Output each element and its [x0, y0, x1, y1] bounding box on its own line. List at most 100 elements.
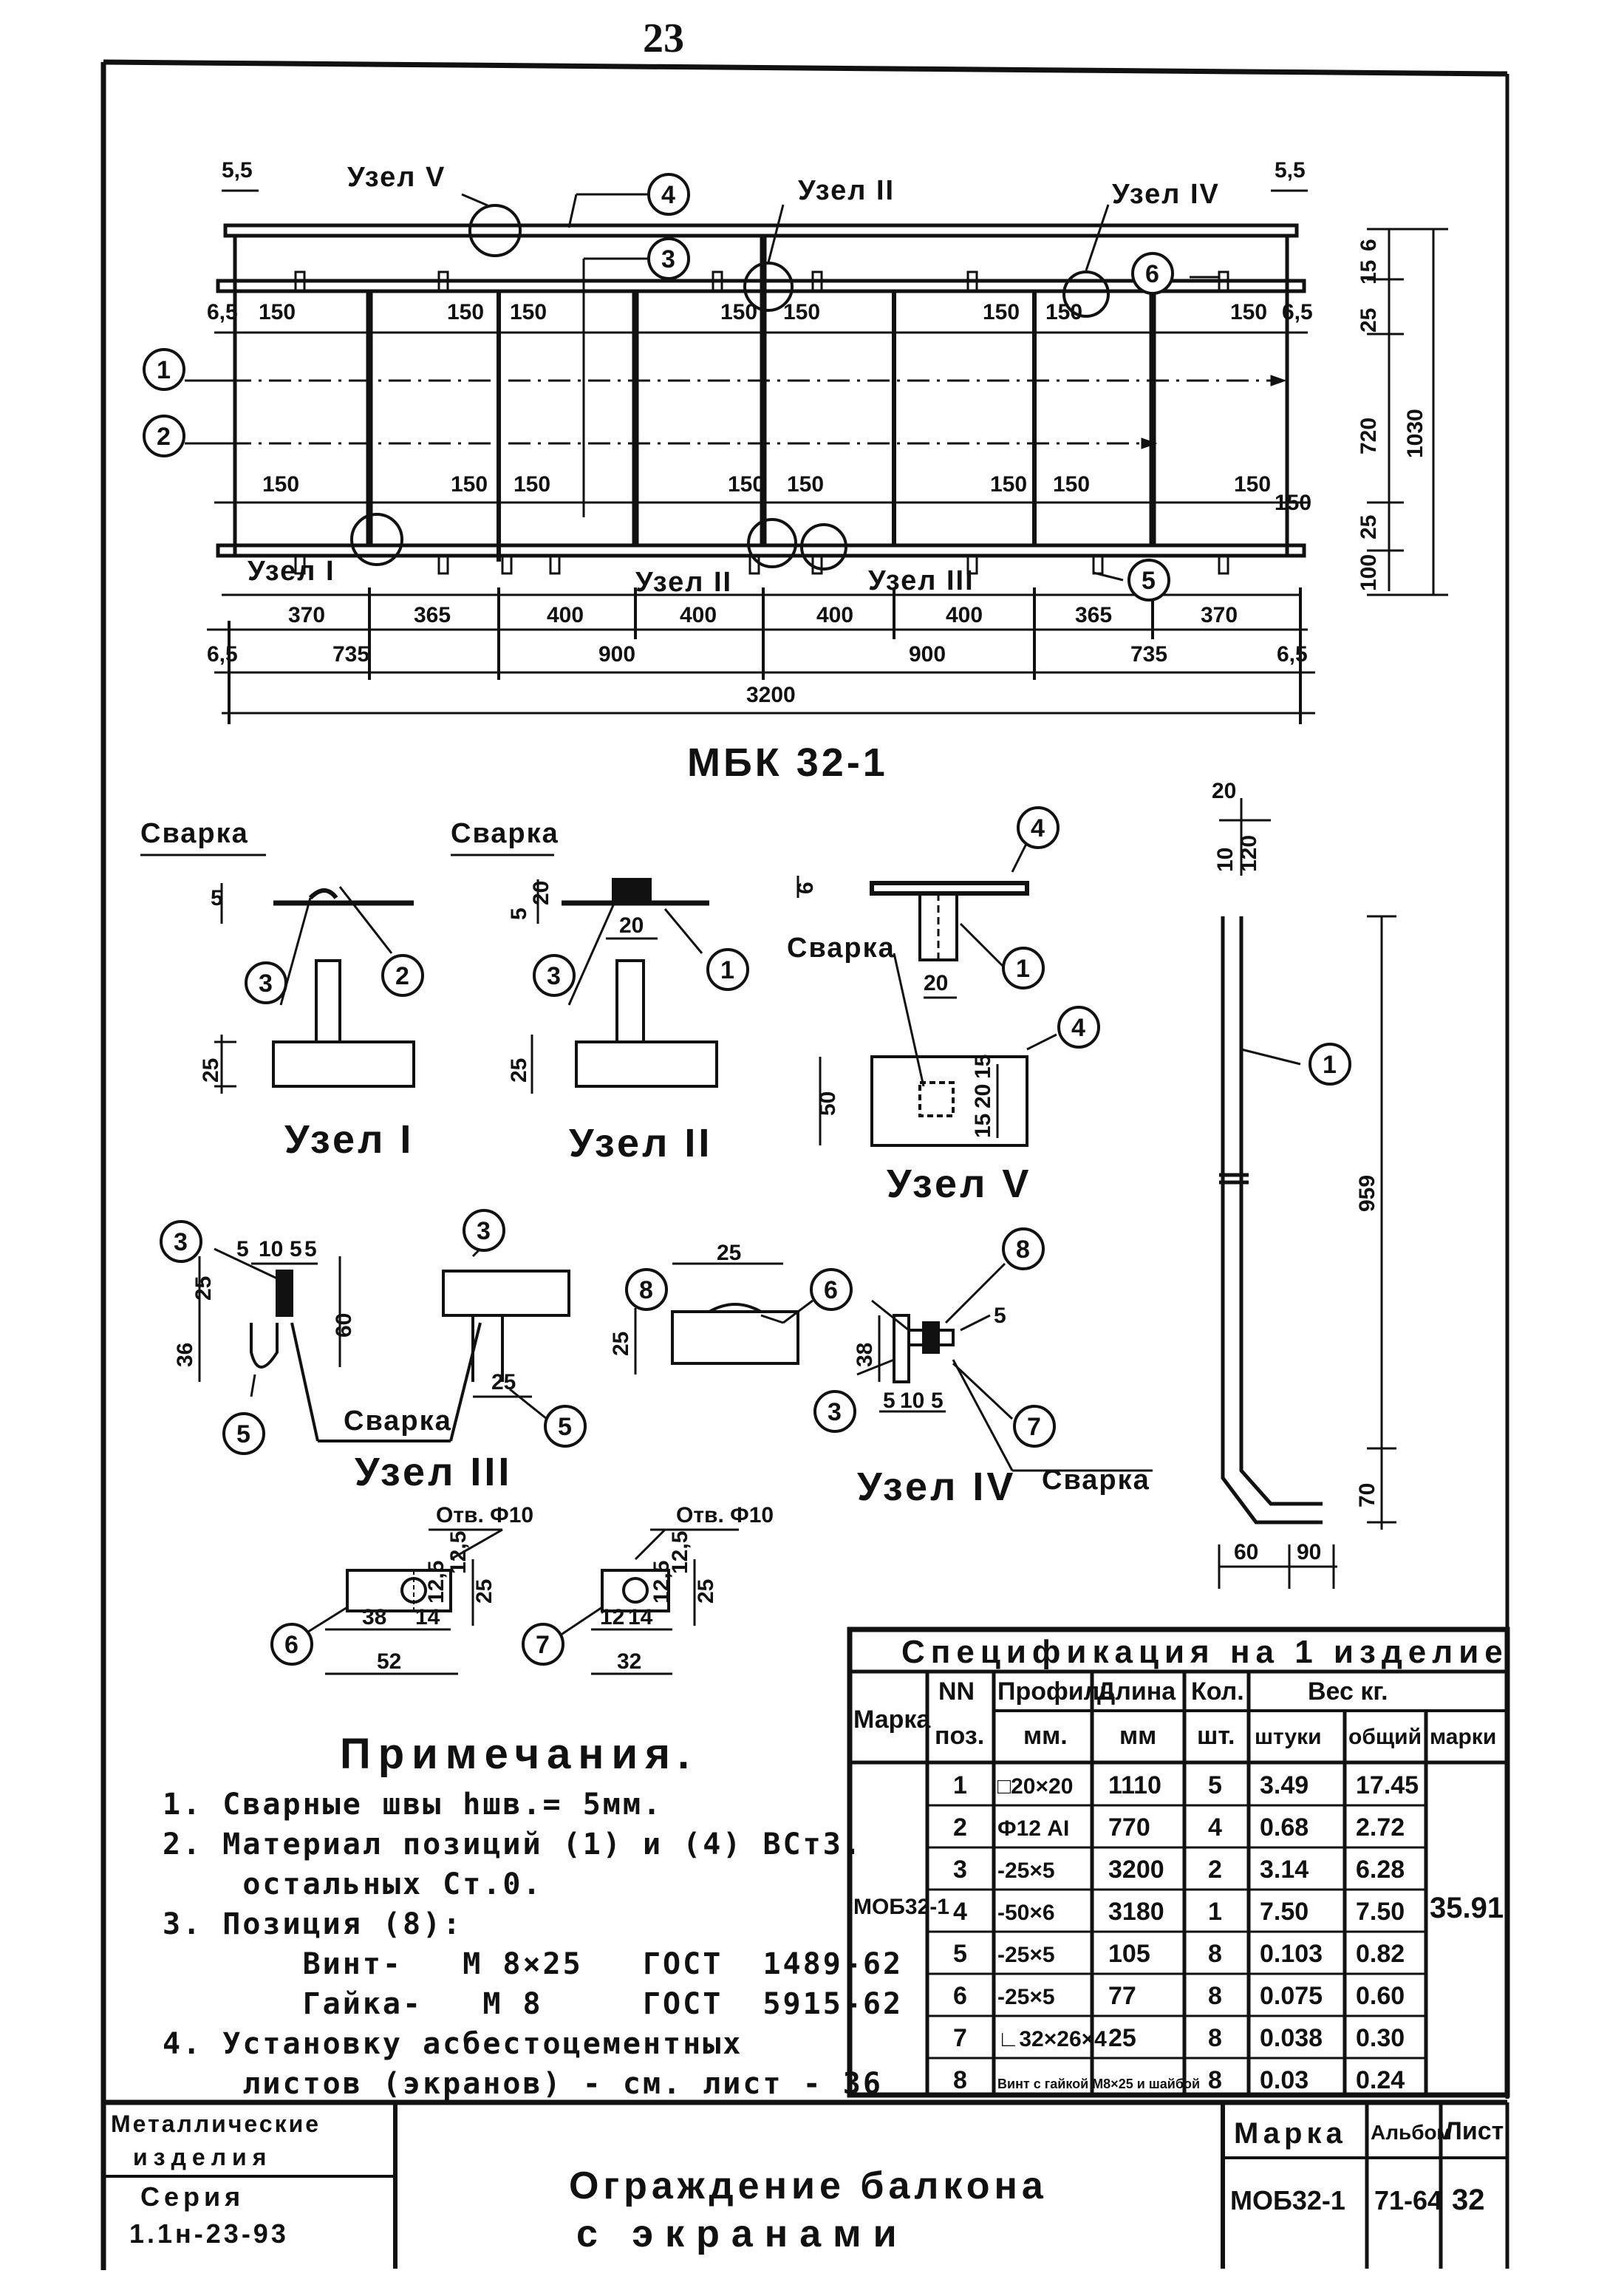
- dim-label: 25: [199, 1058, 223, 1083]
- spec-cell-length: 25: [1108, 2024, 1136, 2052]
- dim-label: 12,5: [424, 1561, 448, 1604]
- dim-row1: 400: [946, 603, 983, 627]
- dim-label: 5: [931, 1389, 944, 1413]
- hole-label: Отв. Ф10: [436, 1503, 533, 1527]
- spec-cell-w-total: 7.50: [1356, 1898, 1405, 1926]
- dim-label: 12,5: [446, 1531, 471, 1574]
- spec-header: поз.: [935, 1722, 984, 1750]
- spec-cell-pos: 4: [953, 1898, 967, 1926]
- dim-label: 90: [1297, 1540, 1321, 1564]
- dim-label: 6: [794, 882, 818, 894]
- page-number: 23: [643, 16, 684, 61]
- spec-header: мм.: [1023, 1722, 1068, 1750]
- series-value: 1.1н-23-93: [129, 2218, 289, 2249]
- dim-label: 38: [362, 1605, 386, 1629]
- node-callout: Узел II: [635, 567, 732, 598]
- dim-row2: 6,5: [1277, 642, 1308, 667]
- dim-label: 10: [259, 1237, 283, 1261]
- dim-row1: 365: [1075, 603, 1112, 627]
- dim-label: 36: [173, 1343, 197, 1367]
- spec-cell-w-item: 0.103: [1260, 1940, 1323, 1968]
- spec-cell-pos: 5: [953, 1940, 967, 1968]
- spec-header: NN: [938, 1677, 975, 1706]
- dim-label: 50: [816, 1091, 840, 1116]
- spec-cell-pos: 3: [953, 1856, 967, 1884]
- spec-cell-pos: 6: [953, 1982, 967, 2010]
- dim-label: 6,5: [207, 300, 238, 324]
- spec-cell-length: 77: [1108, 1982, 1136, 2010]
- dim-row2: 900: [909, 642, 946, 667]
- node-callout: Узел III: [868, 565, 975, 596]
- dim-label: 25: [472, 1579, 497, 1604]
- position-markers-main: [143, 173, 1174, 602]
- spec-cell-pos: 8: [953, 2066, 967, 2094]
- dim-label: 5: [507, 907, 531, 920]
- dim-label: 14: [628, 1605, 653, 1629]
- spec-cell-profile: □20×20: [997, 1774, 1073, 1799]
- marker: 1: [1323, 1051, 1337, 1079]
- dim-row1: 400: [680, 603, 717, 627]
- detail-post: [1218, 798, 1396, 1589]
- spec-cell-w-total: 0.30: [1356, 2024, 1405, 2052]
- position-markers-details: [160, 806, 1351, 1666]
- notes-item: остальных Ст.0.: [163, 1867, 543, 1901]
- marker-3: 3: [661, 245, 675, 273]
- dim-right: 25: [1357, 515, 1381, 539]
- weld-label: Сварка: [787, 933, 895, 964]
- notes-title: Примечания.: [340, 1730, 697, 1778]
- spec-cell-profile: Ф12 AI: [997, 1816, 1069, 1841]
- dim-row1: 370: [1201, 603, 1238, 627]
- dim-label: 60: [332, 1313, 356, 1338]
- spec-header: штуки: [1255, 1725, 1322, 1749]
- dim-label: 12,5: [668, 1531, 692, 1574]
- spec-cell-length: 105: [1108, 1940, 1150, 1968]
- dim-label: 150: [451, 472, 488, 497]
- spec-cell-qty: 2: [1208, 1856, 1222, 1884]
- dim-label: 5: [883, 1389, 895, 1413]
- dim-label: 15: [971, 1114, 995, 1138]
- dim-label: 150: [1234, 472, 1271, 497]
- spec-cell-w-item: 0.68: [1260, 1813, 1309, 1842]
- dim-label: 20: [971, 1084, 995, 1108]
- dim-right: 15: [1357, 260, 1381, 285]
- spec-cell-qty: 1: [1208, 1898, 1222, 1926]
- dim-label: 5: [994, 1304, 1006, 1328]
- spec-cell-length: 1110: [1108, 1771, 1161, 1799]
- hole-label: Отв. Ф10: [676, 1503, 774, 1527]
- spec-cell-profile: Винт с гайкой М8×25 и шайбой: [997, 2077, 1200, 2091]
- spec-cell-w-item: 0.038: [1260, 2024, 1323, 2052]
- dim-label: 20: [619, 913, 644, 938]
- node-callout: Узел V: [347, 162, 446, 193]
- node-title: Узел III: [355, 1450, 512, 1494]
- detail-node-2: [451, 854, 718, 1094]
- dim-label: 10: [900, 1389, 924, 1413]
- org-name-2: изделия: [133, 2144, 272, 2170]
- marker: 3: [259, 970, 273, 998]
- spec-cell-qty: 8: [1208, 1982, 1222, 2010]
- dim-label: 150: [259, 300, 296, 324]
- marker: 2: [395, 962, 409, 990]
- mark-label: Марка: [1234, 2117, 1347, 2150]
- detail-plates: [287, 1528, 739, 1675]
- sheet-label: Лист: [1444, 2117, 1504, 2145]
- dim-label: 150: [447, 300, 484, 324]
- dim-right: 720: [1357, 418, 1381, 454]
- dim-label: 5,5: [222, 158, 253, 183]
- notes-item: 4. Установку асбестоцементных: [163, 2027, 743, 2061]
- marker: 1: [1016, 955, 1030, 983]
- marker: 4: [1031, 814, 1045, 842]
- spec-cell-length: 3180: [1108, 1898, 1164, 1926]
- dim-right: 100: [1357, 554, 1381, 591]
- notes-item: 1. Сварные швы hшв.= 5мм.: [163, 1788, 663, 1822]
- dim-label: 150: [514, 472, 550, 497]
- spec-cell-w-item: 3.49: [1260, 1771, 1309, 1799]
- dim-label: 150: [728, 472, 765, 497]
- dim-label: 12: [600, 1605, 624, 1629]
- sheet-value: 32: [1452, 2184, 1485, 2216]
- spec-cell-w-total: 0.82: [1356, 1940, 1405, 1968]
- node-callout: Узел IV: [1112, 179, 1220, 210]
- dim-label: 20: [1212, 779, 1236, 803]
